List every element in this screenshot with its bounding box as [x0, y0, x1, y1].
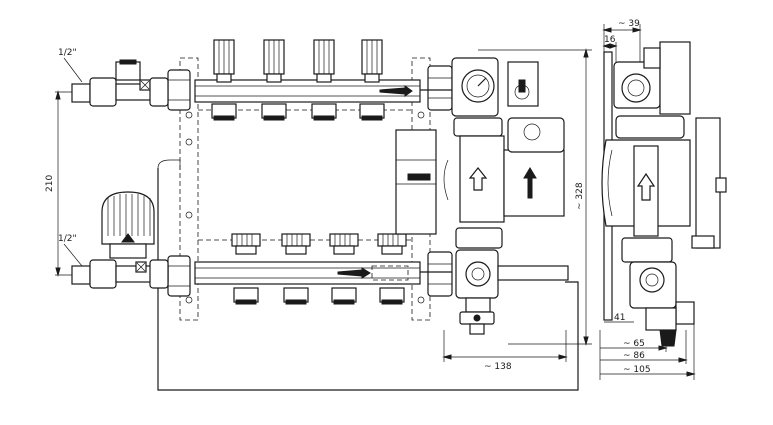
dimension-328: [478, 48, 592, 346]
manifold-end-couplings: [167, 65, 453, 297]
dimension-328-label: ~ 328: [575, 182, 585, 210]
thread-callouts: [63, 57, 83, 267]
dimension-86-label: ~ 86: [623, 351, 645, 361]
dimension-210: [55, 90, 72, 277]
valve-cap-row: [231, 233, 407, 255]
left-inlet-assembly: [71, 59, 169, 289]
dimension-105-label: ~ 105: [623, 365, 651, 375]
thread-label-bottom: 1/2": [58, 234, 77, 244]
thermostatic-head: [101, 191, 155, 259]
dimension-65-label: ~ 65: [623, 339, 645, 349]
supply-outlet-fittings: [211, 103, 385, 121]
mounting-frame-outline: [157, 159, 579, 391]
dimension-210-label: 210: [45, 175, 55, 192]
dimension-39-label: ~ 39: [618, 19, 640, 29]
dimension-138: [442, 330, 568, 362]
flow-meter-row: [213, 39, 383, 83]
dimension-41-label: 41: [614, 313, 625, 323]
dimension-138-label: ~ 138: [484, 362, 512, 372]
supply-manifold-bar: [194, 79, 421, 103]
pump-group: [395, 57, 569, 335]
return-manifold-bar: [194, 261, 421, 285]
return-outlet-fittings: [233, 287, 405, 305]
side-dimensions: [599, 24, 696, 380]
dimension-16-label: 16: [604, 35, 616, 45]
thread-label-top: 1/2": [58, 48, 77, 58]
side-view-assembly: [601, 41, 727, 347]
